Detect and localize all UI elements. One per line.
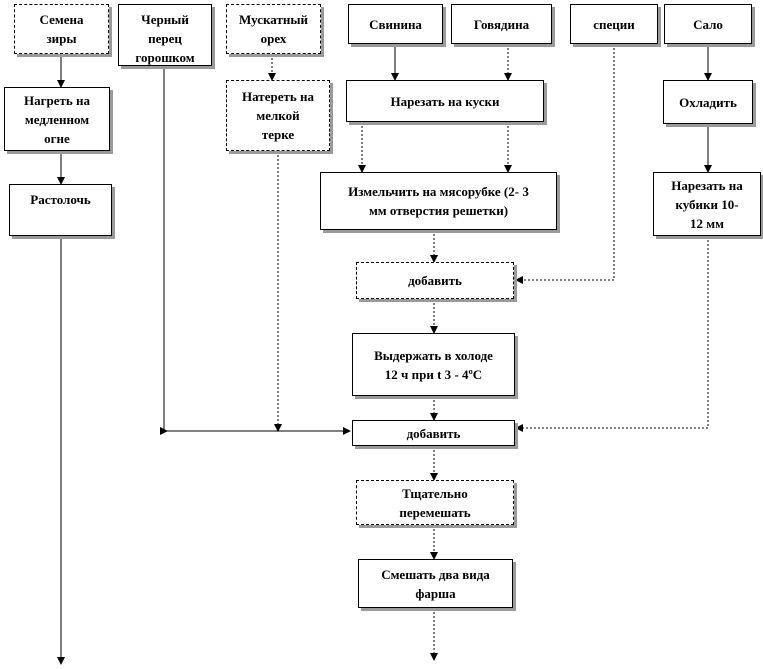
- node-tshchatelno: Тщательно перемешать: [356, 480, 514, 525]
- node-spetsii: специи: [570, 4, 658, 44]
- edge-kubiki-dobavit2: [515, 236, 709, 432]
- edge-spetsii-dobavit1: [515, 44, 615, 284]
- node-smeshat: Смешать два вида фарша: [358, 559, 513, 608]
- node-okhladit: Охладить: [663, 80, 753, 124]
- node-narezat-kuski: Нарезать на куски: [346, 80, 544, 122]
- node-cherny-perets: Черный перец горошком: [118, 4, 212, 66]
- node-dobavit-1: добавить: [356, 262, 514, 299]
- node-narezat-kubiki: Нарезать на кубики 10- 12 мм: [653, 172, 761, 236]
- node-govyadina: Говядина: [451, 4, 552, 44]
- node-semena-zary: Семена зиры: [14, 4, 109, 54]
- node-nateret: Натереть на мелкой терке: [226, 80, 330, 151]
- node-svinina: Свинина: [348, 4, 443, 44]
- node-rastoloch: Растолочь: [9, 184, 112, 236]
- node-dobavit-2: добавить: [352, 420, 515, 446]
- node-vyderzhat: Выдержать в холоде 12 ч при t 3 - 4ºС: [352, 333, 515, 396]
- node-nagret: Нагреть на медленном огне: [4, 87, 110, 151]
- node-izmelchit: Измельчить на мясорубке (2- 3 мм отверст…: [320, 172, 557, 230]
- node-salo: Сало: [664, 4, 752, 44]
- node-muskatny-orekh: Мускатный орех: [226, 4, 321, 54]
